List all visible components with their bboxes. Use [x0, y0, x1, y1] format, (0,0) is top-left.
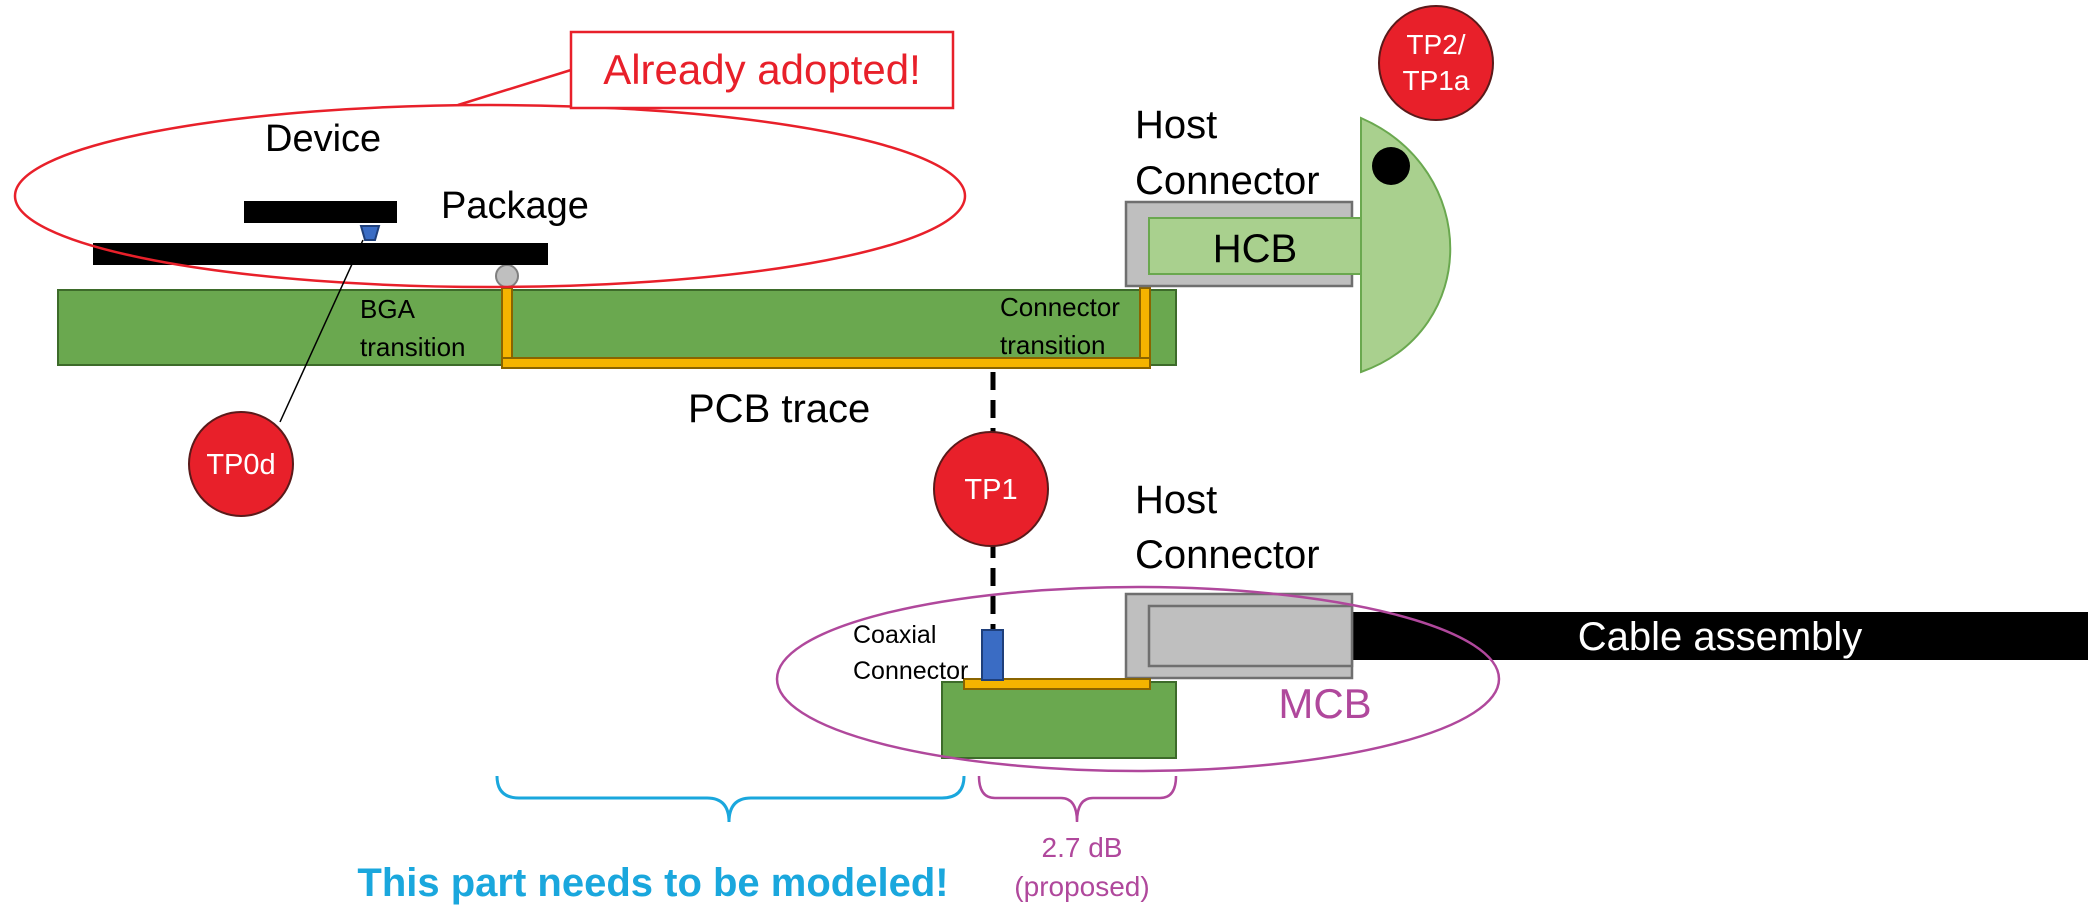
cable-assembly-bar [1352, 612, 2088, 660]
adopted-region-ellipse [13, 103, 967, 289]
bga-ball [495, 264, 519, 288]
connector-via-trace [1139, 287, 1151, 365]
top-pcb-board [57, 289, 1177, 366]
connector-transition-label-1: Connector [1000, 292, 1120, 322]
tp0d-marker [188, 411, 294, 517]
pcb-trace-line [501, 357, 1151, 369]
tp0d-label: TP0d [206, 449, 275, 481]
model-needed-label: This part needs to be modeled! [357, 861, 948, 905]
host-connector-bottom-insert [1147, 604, 1354, 668]
device-die [244, 201, 397, 223]
tp1-label: TP1 [964, 474, 1017, 506]
tp1-marker [933, 431, 1049, 547]
adopted-callout-text: Already adopted! [603, 46, 921, 93]
bga-transition-label-1: BGA [360, 294, 416, 324]
mcb-trace [963, 678, 1151, 690]
mcb-loss-note: (proposed) [1014, 871, 1149, 902]
device-label: Device [265, 118, 381, 160]
host-connector-top-label-1: Host [1135, 103, 1217, 147]
package-label: Package [441, 185, 589, 227]
mcb-board [941, 681, 1177, 759]
mcb-region-ellipse [775, 585, 1501, 773]
probe-point-marker [359, 225, 381, 241]
adopted-callout-box [569, 30, 955, 110]
tp2-label-2: TP1a [1403, 65, 1470, 96]
mcb-loss-brace [977, 775, 1178, 823]
host-connector-bottom-label-2: Connector [1135, 533, 1320, 577]
pcb-trace-label: PCB trace [688, 387, 870, 431]
bga-transition-label-2: transition [360, 332, 466, 362]
model-span-brace [495, 775, 966, 823]
tp2-tp1a-marker [1378, 5, 1494, 121]
coaxial-connector-label-2: Connector [853, 657, 968, 685]
host-connector-bottom-label-1: Host [1135, 478, 1217, 522]
tp2-label-1: TP2/ [1406, 29, 1465, 60]
adopted-callout-leader [457, 68, 572, 107]
coaxial-connector [981, 629, 1004, 681]
hcb-board [1148, 217, 1362, 275]
tp0d-leader [279, 239, 364, 423]
coaxial-connector-label-1: Coaxial [853, 621, 936, 649]
mcb-loss-value: 2.7 dB [1042, 832, 1123, 863]
hcb-black-dot [1372, 147, 1410, 185]
host-connector-top-label-2: Connector [1135, 159, 1320, 203]
cable-assembly-label: Cable assembly [1578, 615, 1863, 659]
hcb-label: HCB [1213, 227, 1297, 271]
package-substrate [93, 243, 548, 265]
bga-via-trace [501, 287, 513, 365]
mcb-label: MCB [1278, 680, 1371, 727]
connector-transition-label-2: transition [1000, 330, 1106, 360]
